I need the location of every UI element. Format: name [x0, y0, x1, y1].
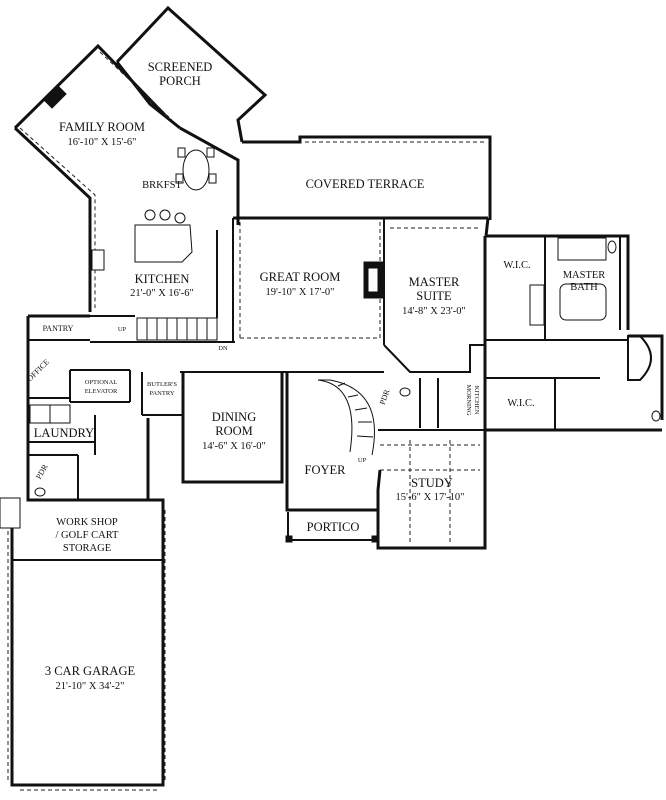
- stair-up-label-2: UP: [358, 457, 367, 464]
- study-size: 15'-6" X 17'-10": [396, 492, 465, 503]
- family-room-size: 16'-10" X 15'-6": [68, 137, 137, 148]
- garage-size: 21'-10" X 34'-2": [56, 681, 125, 692]
- toilet-icon: [607, 240, 617, 254]
- portico-label: PORTICO: [307, 520, 360, 534]
- brkfst-label: BRKFST: [142, 180, 182, 191]
- dining-room-label-1: DINING: [212, 410, 256, 424]
- optional-elevator-label-2: ELEVATOR: [85, 388, 118, 395]
- kitchen-label: KITCHEN: [135, 272, 190, 286]
- covered-terrace-label: COVERED TERRACE: [306, 177, 425, 191]
- interior-walls: [12, 218, 628, 561]
- screened-porch-label-2: PORCH: [159, 74, 201, 88]
- sink-icon: [91, 249, 105, 271]
- master-suite-label-2: SUITE: [416, 289, 452, 303]
- pdr-2-label: PDR: [34, 462, 50, 481]
- workshop-label-2: / GOLF CART: [56, 530, 120, 541]
- pantry-label: PANTRY: [43, 324, 74, 333]
- family-room-label: FAMILY ROOM: [59, 120, 145, 134]
- master-bath-label-2: BATH: [570, 282, 598, 293]
- wic-1-label: W.I.C.: [503, 260, 530, 271]
- butlers-pantry-label-1: BUTLER'S: [147, 381, 177, 388]
- master-suite-size: 14'-8" X 23'-0": [402, 306, 466, 317]
- workshop-label-3: STORAGE: [63, 543, 111, 554]
- dining-table-icon: [182, 149, 210, 191]
- stair-up-label: UP: [118, 326, 127, 333]
- master-bath-label-1: MASTER: [563, 270, 606, 281]
- stair-dn-label: DN: [218, 345, 228, 352]
- laundry-label: LAUNDRY: [34, 426, 94, 440]
- pdr-1-label: PDR: [378, 388, 392, 406]
- fireplace-icon: [43, 85, 67, 109]
- morning-kitchen-label-2: KITCHEN: [473, 386, 480, 415]
- dining-room-label-2: ROOM: [215, 424, 253, 438]
- wic-2-label: W.I.C.: [507, 398, 534, 409]
- optional-elevator-label-1: OPTIONAL: [85, 379, 118, 386]
- workshop-label-1: WORK SHOP: [56, 517, 118, 528]
- dining-room-size: 14'-6" X 16'-0": [202, 441, 266, 452]
- study-label: STUDY: [411, 476, 453, 490]
- curved-stair: [329, 379, 375, 456]
- room-labels: SCREENED PORCH FAMILY ROOM 16'-10" X 15'…: [25, 60, 605, 692]
- screened-porch-label-1: SCREENED: [148, 60, 213, 74]
- kitchen-island: [134, 224, 193, 263]
- butlers-pantry-label-2: PANTRY: [149, 390, 174, 397]
- morning-kitchen-label-1: MORNING: [465, 384, 472, 415]
- bay-window: [627, 335, 652, 381]
- foyer-label: FOYER: [305, 463, 347, 477]
- master-suite-label-1: MASTER: [409, 275, 460, 289]
- great-room-size: 19'-10" X 17'-0": [266, 287, 335, 298]
- garage-label: 3 CAR GARAGE: [45, 664, 136, 678]
- fixtures: [0, 85, 661, 543]
- great-room-label: GREAT ROOM: [260, 270, 341, 284]
- kitchen-size: 21'-0" X 16'-6": [130, 288, 194, 299]
